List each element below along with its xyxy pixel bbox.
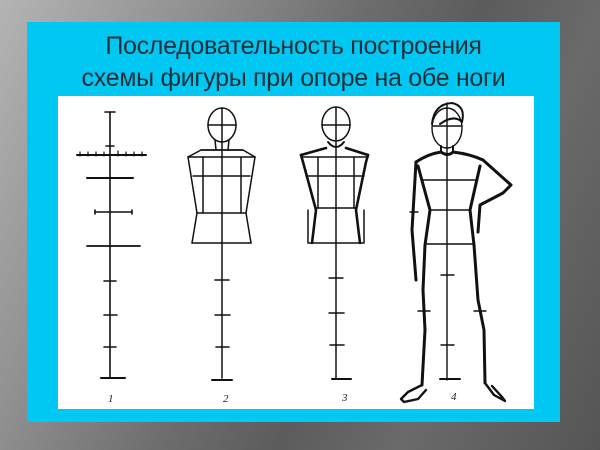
title-line-2: схемы фигуры при опоре на обе ноги bbox=[81, 64, 506, 92]
slide-title: Последовательность построения схемы фигу… bbox=[27, 30, 560, 94]
figure-2 bbox=[187, 107, 256, 381]
title-line-1: Последовательность построения bbox=[105, 32, 482, 60]
figure-1-label: 1 bbox=[108, 393, 114, 405]
diagram-panel bbox=[58, 96, 534, 409]
figure-1 bbox=[76, 111, 147, 379]
figure-3 bbox=[299, 106, 370, 380]
figure-4 bbox=[399, 102, 513, 404]
figure-4-label: 4 bbox=[451, 391, 457, 403]
figure-2-label: 2 bbox=[223, 393, 229, 405]
figure-3-label: 3 bbox=[341, 392, 348, 404]
